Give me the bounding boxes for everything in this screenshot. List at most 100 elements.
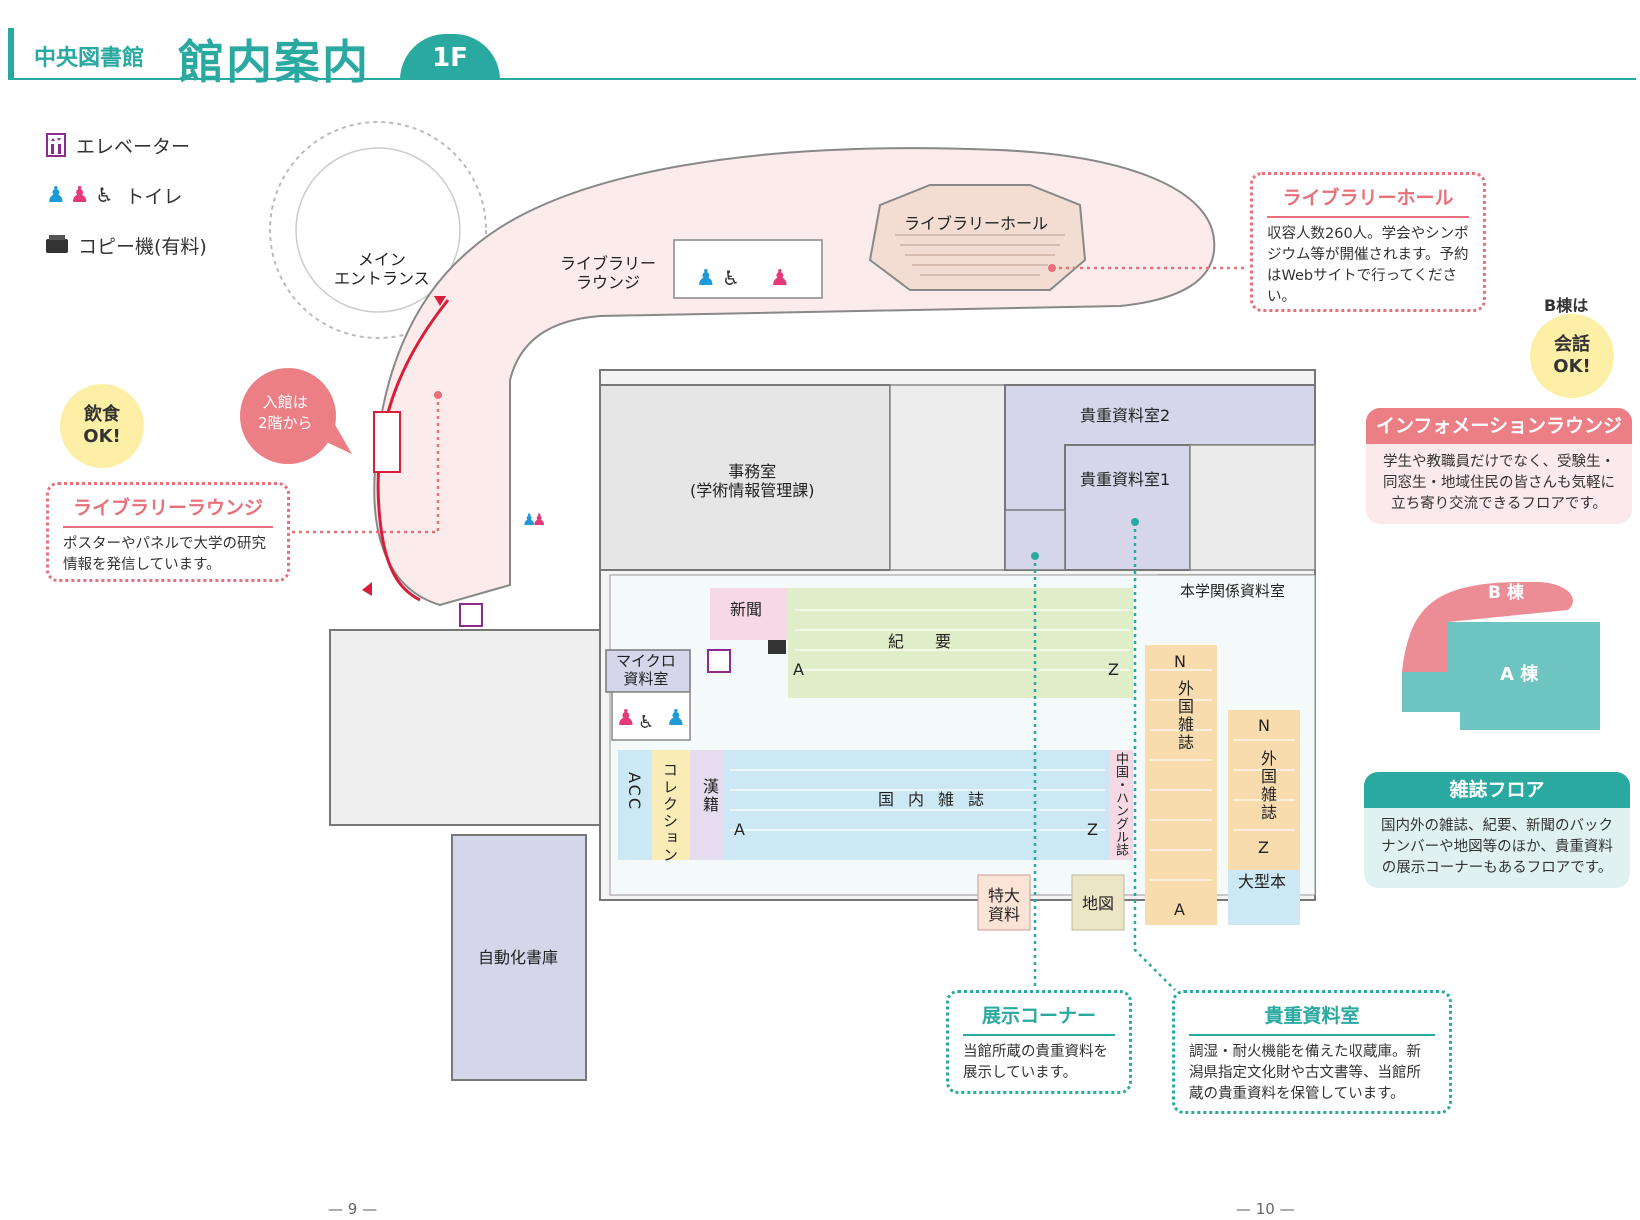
info-lounge-body: 学生や教職員だけでなく、受験生・同窓生・地域住民の皆さんも気軽に立ち寄り交流でき…: [1383, 454, 1615, 512]
info-lounge-panel: インフォメーションラウンジ 学生や教職員だけでなく、受験生・同窓生・地域住民の皆…: [1366, 408, 1632, 524]
header-accent-bar: [8, 28, 14, 80]
toilet-female-icon: ♟: [532, 510, 546, 529]
kiyo-label-2: 要: [935, 632, 952, 651]
rare-leader-dot: [1131, 518, 1139, 526]
legend-copier-label: コピー機(有料): [78, 235, 207, 258]
oversize-label: 大型本: [1238, 872, 1287, 891]
header-subtitle: 中央図書館: [34, 46, 145, 71]
lounge-callout-body: ポスターやパネルで大学の研究情報を発信しています。: [63, 536, 266, 573]
special-label: 特大資料: [988, 886, 1021, 924]
foreign-2-start: N: [1258, 716, 1270, 735]
building-b-key: [1402, 581, 1573, 672]
hall-seating: [895, 234, 1065, 276]
header-rule: [8, 78, 1636, 80]
legend-toilet-label: トイレ: [125, 185, 183, 208]
acc-shelves: [618, 750, 652, 860]
hall-callout-title: ライブラリーホール: [1267, 183, 1469, 218]
foreign-shelves-1: [1145, 645, 1217, 925]
exhibit-callout-body: 当館所蔵の貴重資料を展示しています。: [963, 1044, 1108, 1081]
wheelchair-icon: ♿: [95, 183, 114, 207]
domestic-start: A: [734, 820, 745, 839]
domestic-end: Z: [1087, 820, 1098, 839]
kanseki-label: 漢籍: [700, 778, 719, 814]
route-arrow-bottom: [362, 582, 372, 596]
kanseki-shelves: [690, 750, 724, 860]
toilet-female-icon: ♟: [770, 266, 790, 291]
kiyo-shelves: [788, 588, 1133, 698]
hall-leader-dot: [1048, 264, 1056, 272]
map-shelves: [1071, 874, 1125, 931]
entry-bubble-tail: [322, 416, 352, 454]
domestic-label-2: 内: [908, 790, 925, 809]
page-number-right: — 10 —: [1236, 1200, 1295, 1218]
domestic-label-1: 国: [878, 790, 895, 809]
page-number-left: — 9 —: [328, 1200, 378, 1218]
micro-room: [605, 649, 691, 693]
toilet-male-icon: ♟: [522, 510, 536, 529]
lounge-callout-title: ライブラリーラウンジ: [63, 493, 273, 528]
rare-room-1-label: 貴重資料室1: [1080, 470, 1171, 489]
toilet-female-icon: ♟: [69, 182, 90, 208]
talk-badge-top: B棟は: [1544, 296, 1589, 315]
kiyo-start: A: [793, 660, 804, 679]
auto-storage-label: 自動化書庫: [478, 948, 559, 967]
wheelchair-icon: ♿: [638, 712, 654, 733]
domestic-label-3: 雑: [938, 790, 955, 809]
hall-callout-body: 収容人数260人。学会やシンポジウム等が開催されます。予約はWebサイトで行って…: [1267, 226, 1469, 305]
foreign-1-end: A: [1174, 900, 1185, 919]
copier-icon: [768, 640, 786, 654]
micro-room-label: マイクロ資料室: [616, 652, 676, 688]
building-b-label: B 棟: [1488, 583, 1524, 603]
copier-icon: [46, 235, 68, 253]
service-rooms: [889, 384, 1006, 571]
library-hall: [868, 184, 1087, 291]
legend-elevator: エレベーター: [46, 130, 190, 160]
entry-stairs: [373, 411, 401, 473]
foreign-1-start: N: [1174, 652, 1186, 671]
acc-label: ACC: [625, 772, 644, 812]
exhibit-corner: [1004, 509, 1066, 571]
domestic-label-4: 誌: [968, 790, 985, 809]
office-label: 事務室(学術情報管理課): [690, 462, 815, 500]
newspaper-shelves: [710, 588, 788, 640]
shelf-lines: [730, 609, 1295, 881]
rare-callout: 貴重資料室 調湿・耐火機能を備えた収蔵庫。新潟県指定文化財や古文書等、当館所蔵の…: [1172, 990, 1452, 1114]
entry-bubble: [240, 368, 336, 464]
main-entrance-label: メインエントランス: [334, 250, 430, 288]
special-materials: [977, 874, 1031, 931]
rare-room-2-label: 貴重資料室2: [1080, 406, 1171, 425]
restroom-block: [673, 239, 823, 299]
exhibit-callout-title: 展示コーナー: [963, 1001, 1115, 1036]
micro-restroom: [611, 691, 691, 741]
hall-label: ライブラリーホール: [904, 214, 1049, 233]
rare-callout-body: 調湿・耐火機能を備えた収蔵庫。新潟県指定文化財や古文書等、当館所蔵の貴重資料を保…: [1189, 1044, 1421, 1102]
rare-callout-title: 貴重資料室: [1189, 1001, 1435, 1036]
chinese-korean-label: 中国・ハングル誌: [1113, 752, 1128, 856]
foreign-2-label: 外国雑誌: [1258, 750, 1277, 822]
hall-callout: ライブラリーホール 収容人数260人。学会やシンポジウム等が開催されます。予約は…: [1250, 172, 1486, 312]
foreign-2-end: Z: [1258, 838, 1269, 857]
magazine-floor-panel: 雑誌フロア 国内外の雑誌、紀要、新聞のバックナンバーや地図等のほか、貴重資料の展…: [1364, 772, 1630, 888]
magazine-floor-title: 雑誌フロア: [1364, 772, 1630, 808]
exhibit-callout: 展示コーナー 当館所蔵の貴重資料を展示しています。: [946, 990, 1132, 1094]
exhibit-leader-dot: [1031, 552, 1039, 560]
collection-shelves: [652, 750, 690, 860]
maps-label: 地図: [1082, 894, 1115, 913]
entrance-rotunda-inner: [295, 147, 461, 313]
toilet-female-icon: ♟: [616, 706, 636, 731]
lounge-leader-dot: [434, 391, 442, 399]
elevator-icon: [459, 603, 483, 627]
rare-room-1: [1064, 444, 1191, 571]
building-a-key: [1402, 622, 1600, 730]
rare-leader: [1133, 522, 1176, 991]
university-archive-label: 本学関係資料室: [1180, 582, 1286, 600]
newspaper-label: 新聞: [730, 600, 763, 619]
page-title: 館内案内: [178, 35, 370, 89]
foreign-shelves-2: [1228, 710, 1300, 870]
oversize-shelves: [1228, 870, 1300, 925]
entry-route: [376, 299, 450, 602]
